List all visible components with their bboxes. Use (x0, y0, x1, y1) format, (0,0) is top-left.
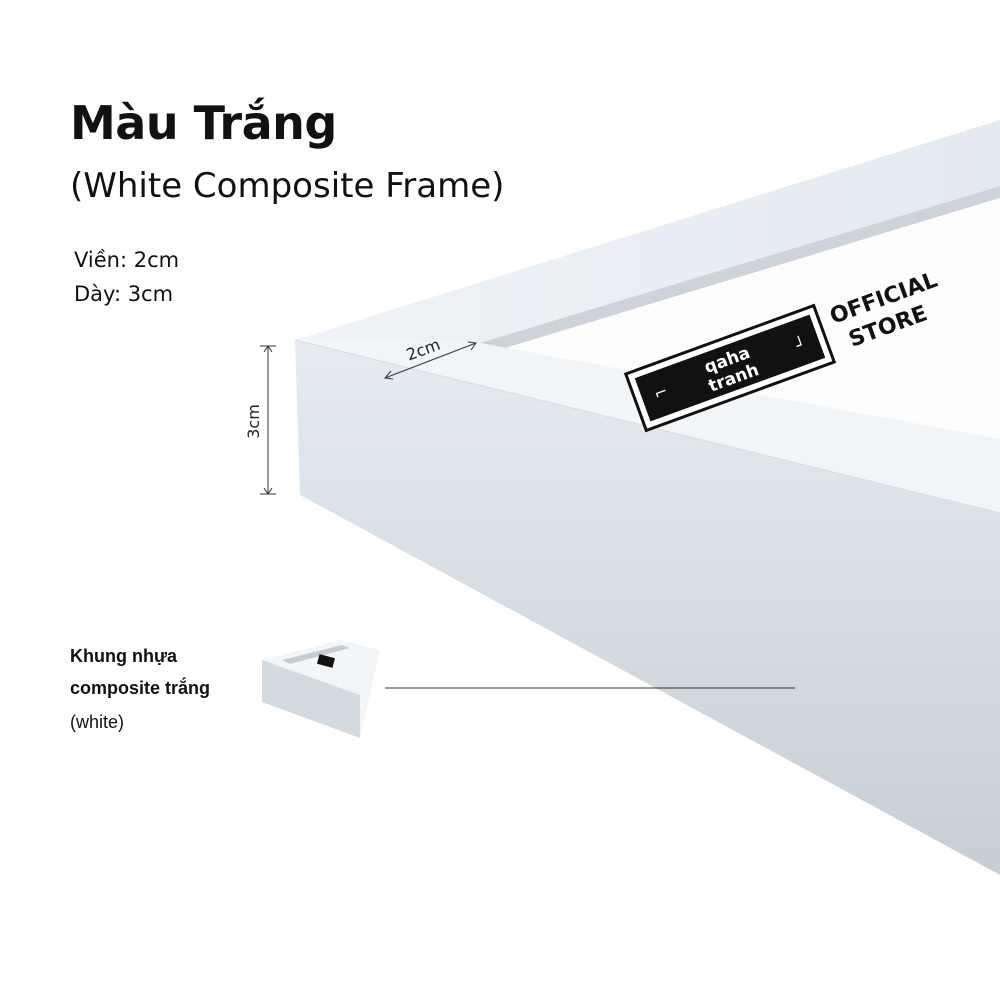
mat (480, 198, 1000, 439)
inner-lip (480, 186, 1000, 352)
callout-line-3: (white) (70, 712, 125, 732)
callout-line-2: composite trắng (70, 678, 211, 698)
front-face (295, 340, 1000, 875)
frame-thumbnail (262, 640, 380, 738)
height-dimension-label: 3cm (243, 404, 263, 439)
page-subtitle: (White Composite Frame) (70, 166, 505, 206)
spec-border: Viền: 2cm (74, 248, 180, 272)
callout-line-1: Khung nhựa (70, 646, 178, 666)
back-rail (295, 120, 1000, 343)
brand-logo: qaha tranh ⌐ ┘ OFFICIAL STORE (623, 268, 941, 433)
svg-text:⌐: ⌐ (651, 381, 670, 403)
page-title: Màu Trắng (70, 96, 337, 150)
spec-thickness: Dày: 3cm (74, 282, 174, 306)
width-dimension-arrow (384, 341, 477, 380)
height-dimension-arrow (260, 345, 276, 495)
